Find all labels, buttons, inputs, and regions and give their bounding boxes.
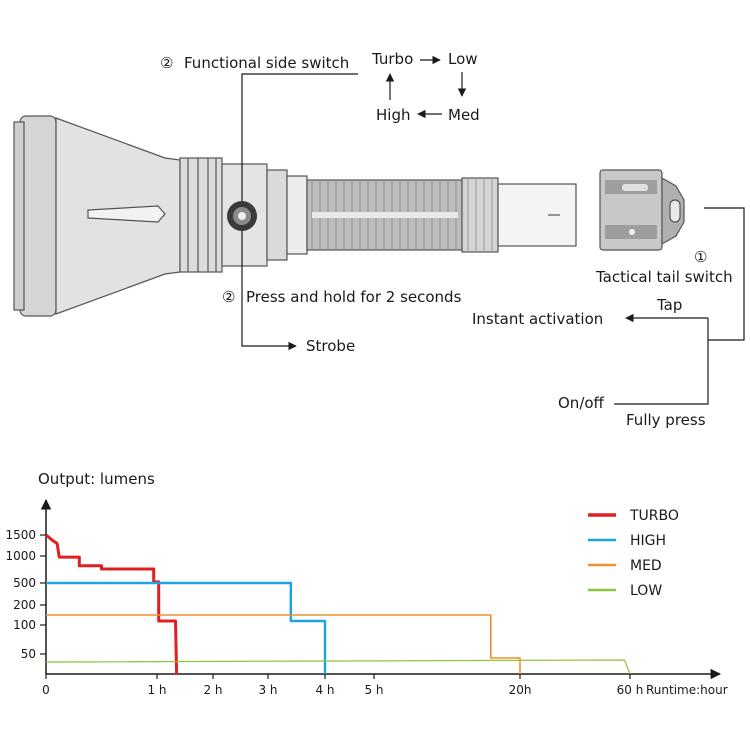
instant-activation-label: Instant activation bbox=[472, 310, 603, 328]
x-tick-label: 5 h bbox=[364, 683, 383, 697]
y-tick-label: 1000 bbox=[5, 549, 36, 563]
series-line-high bbox=[46, 581, 327, 674]
series-line-turbo bbox=[45, 533, 179, 675]
y-tick-label: 500 bbox=[13, 576, 36, 590]
strobe-label: Strobe bbox=[306, 337, 355, 355]
series-line-low bbox=[45, 659, 631, 675]
strobe-leader bbox=[241, 231, 297, 351]
press-hold-label: Press and hold for 2 seconds bbox=[246, 288, 462, 306]
tail-label: Tactical tail switch bbox=[595, 268, 733, 286]
series-line-med bbox=[46, 614, 521, 674]
flashlight-bezel bbox=[19, 115, 57, 317]
x-tick-label: 20h bbox=[509, 683, 532, 697]
x-tick-label: 3 h bbox=[258, 683, 277, 697]
flashlight-cooling-fins bbox=[179, 157, 223, 273]
y-tick-label: 200 bbox=[13, 598, 36, 612]
side-switch-leader bbox=[241, 73, 358, 201]
y-tick-label: 100 bbox=[13, 618, 36, 632]
fully-press-label: Fully press bbox=[626, 411, 706, 429]
press-hold-number: ② bbox=[222, 288, 235, 306]
x-tick-label: 60 h bbox=[617, 683, 644, 697]
mode-low: Low bbox=[448, 50, 478, 68]
chart-legend: TURBO HIGH MED LOW bbox=[588, 508, 679, 599]
side-switch-number: ② bbox=[160, 54, 173, 72]
legend-label-high: HIGH bbox=[630, 533, 666, 549]
onoff-label: On/off bbox=[558, 394, 605, 412]
tail-switch-leader bbox=[704, 207, 745, 341]
legend-label-med: MED bbox=[630, 558, 662, 574]
mode-med: Med bbox=[448, 106, 480, 124]
series-lines bbox=[45, 533, 631, 675]
x-tick-label: 2 h bbox=[203, 683, 222, 697]
side-switch-label: Functional side switch bbox=[184, 54, 349, 72]
flashlight-drawing bbox=[13, 115, 685, 317]
tail-number: ① bbox=[694, 248, 707, 266]
mode-high: High bbox=[376, 106, 410, 124]
y-tick-group: 1500 1000 500 200 100 50 bbox=[5, 528, 46, 661]
legend-label-turbo: TURBO bbox=[629, 508, 679, 524]
tail-branch bbox=[614, 318, 709, 405]
mode-turbo: Turbo bbox=[371, 50, 413, 68]
runtime-chart: Output: lumens 1500 1000 500 200 100 50 0 1 h 2… bbox=[5, 470, 727, 697]
legend-label-low: LOW bbox=[630, 583, 662, 599]
x-tick-group: 0 1 h 2 h 3 h 4 h 5 h 20h 60 h bbox=[42, 674, 643, 697]
x-tick-label: 4 h bbox=[315, 683, 334, 697]
tap-label: Tap bbox=[656, 296, 682, 314]
chart-ylabel: Output: lumens bbox=[38, 470, 155, 488]
y-tick-label: 50 bbox=[21, 647, 36, 661]
chart-xlabel: Runtime:hour bbox=[646, 683, 728, 697]
x-tick-label: 1 h bbox=[147, 683, 166, 697]
x-tick-label: 0 bbox=[42, 683, 50, 697]
y-tick-label: 1500 bbox=[5, 528, 36, 542]
